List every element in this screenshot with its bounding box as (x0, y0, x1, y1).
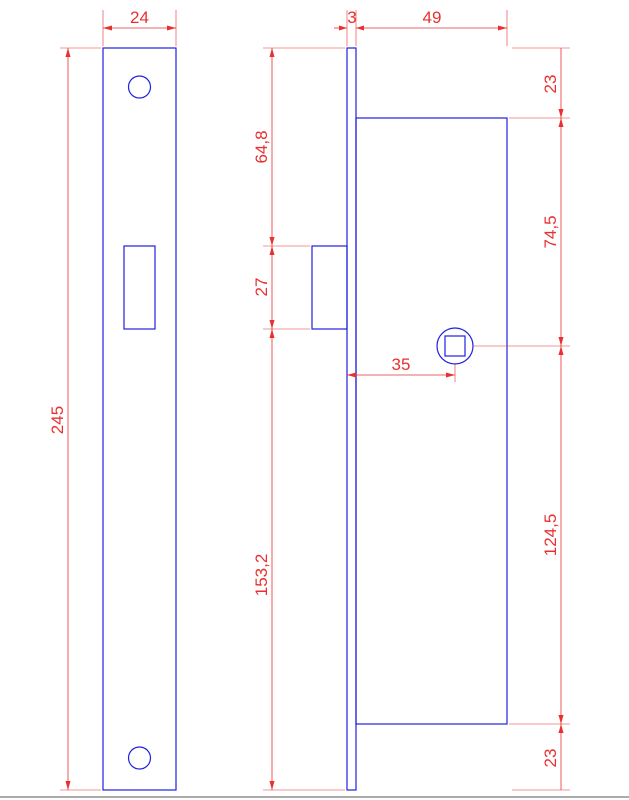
dim-label-latch-offset: 64,8 (252, 130, 271, 163)
front-view (102, 47, 177, 791)
dim-latch-chain: 64,8 27 153,2 (252, 47, 345, 791)
dim-label-plate-width: 24 (130, 8, 149, 27)
front-plate (102, 47, 177, 791)
dim-label-backset: 35 (392, 355, 411, 374)
faceplate-side (346, 47, 357, 791)
bottom-screw-hole (127, 746, 152, 770)
lock-case (355, 117, 508, 725)
dim-label-bottom-margin: 23 (541, 749, 560, 768)
dim-label-latch-height: 27 (252, 278, 271, 297)
dim-plate-width: 24 (102, 8, 177, 46)
dim-label-top-margin: 23 (541, 75, 560, 94)
latch-bolt (311, 245, 348, 330)
top-screw-hole (127, 75, 152, 99)
spindle-square (444, 335, 466, 357)
dim-case-depth: 49 (356, 8, 508, 46)
dim-label-below-latch: 153,2 (252, 554, 271, 597)
dim-label-faceplate-thickness: 3 (347, 8, 356, 27)
latch-opening (123, 245, 156, 330)
side-view (311, 47, 508, 791)
dim-total-height: 245 (48, 47, 101, 791)
dim-label-case-lower: 124,5 (541, 514, 560, 557)
spindle-hub (436, 327, 474, 365)
dim-label-total-height: 245 (48, 406, 67, 434)
dim-label-case-depth: 49 (423, 8, 442, 27)
dim-faceplate-thickness: 3 (334, 8, 364, 46)
dim-label-case-upper: 74,5 (541, 215, 560, 248)
dim-case-chain: 23 74,5 124,5 23 (473, 47, 570, 791)
dim-backset: 35 (347, 355, 456, 382)
